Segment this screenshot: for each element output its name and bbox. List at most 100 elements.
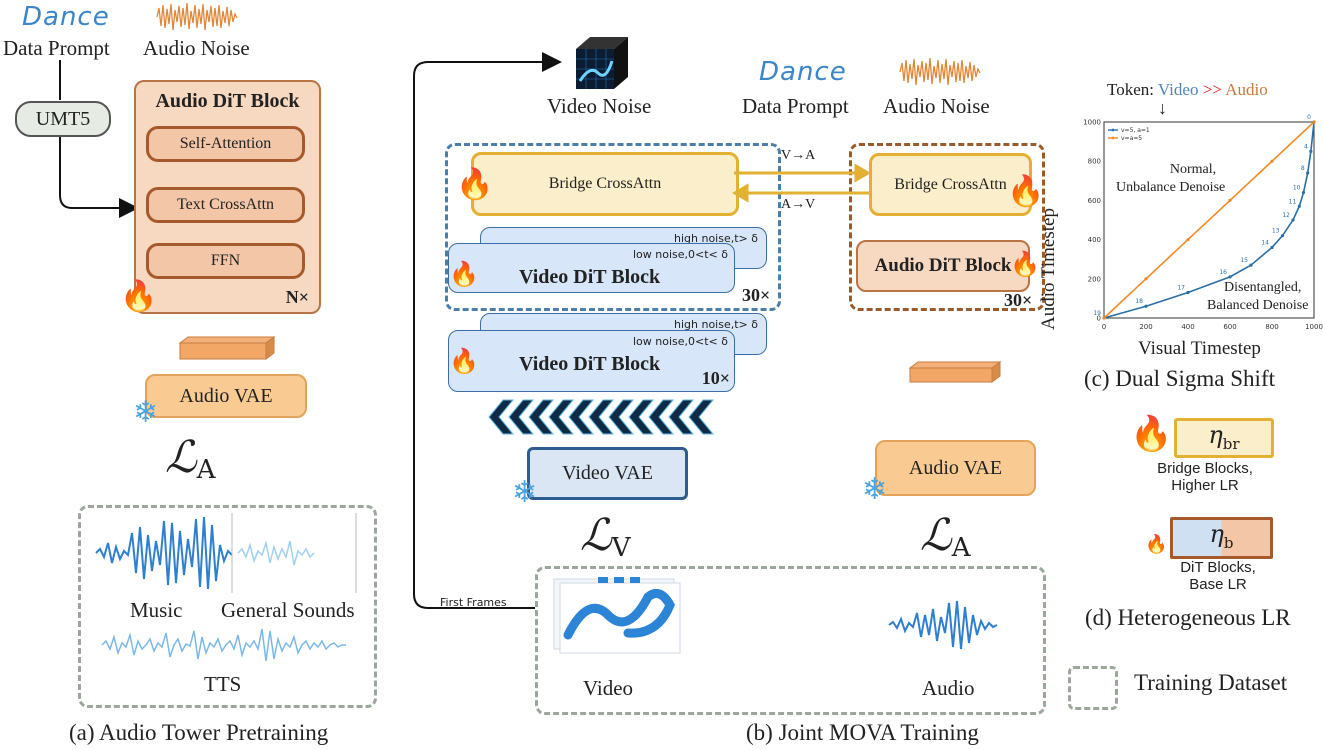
y-tick-label: 800 xyxy=(1088,158,1101,166)
x-tick-label: 1000 xyxy=(1305,323,1323,331)
flame-icon-bridge-right: 🔥 xyxy=(1007,175,1045,208)
series-line xyxy=(1103,121,1315,319)
repeat-30-right: 30× xyxy=(1004,290,1033,310)
y-tick-label: 1000 xyxy=(1083,119,1101,127)
v-to-a-label: V→A xyxy=(781,148,816,163)
repeat-30-left: 30× xyxy=(742,285,771,305)
dit-lr-text: DiT Blocks,Base LR xyxy=(1180,559,1256,593)
x-tick-label: 0 xyxy=(1102,323,1106,331)
video-tower-group xyxy=(445,143,781,311)
caption-c: (c) Dual Sigma Shift xyxy=(1084,366,1275,391)
umt5-to-crossattn-arrow xyxy=(59,135,139,218)
audio-noise-label-a: Audio Noise xyxy=(143,36,250,60)
point-label: 19 xyxy=(1093,310,1101,317)
video-dit-title-10: Video DiT Block xyxy=(519,353,661,375)
series-point xyxy=(1270,159,1274,163)
legend-training-dataset: Training Dataset xyxy=(1134,670,1288,695)
legend-label: v=5, a=1 xyxy=(1121,127,1150,134)
bridge-arrows xyxy=(732,163,871,203)
video-dit-low-noise-10: low noise,0<t< δ Video DiT Block 10× xyxy=(448,330,735,392)
audio-noise-waveform-a xyxy=(156,2,238,31)
series-point xyxy=(1297,204,1301,208)
low-noise-label-30: low noise,0<t< δ xyxy=(632,248,728,261)
video-latent-frames xyxy=(488,399,715,435)
bridge-crossattn-left: Bridge CrossAttn xyxy=(471,152,739,216)
eta-br-box: ηbr xyxy=(1174,418,1274,458)
series-point xyxy=(1280,234,1285,238)
audio-waveforms-a xyxy=(95,513,357,662)
joint-training-dataset-box xyxy=(535,566,1046,715)
series-point xyxy=(1291,218,1295,222)
umt5-encoder: UMT5 xyxy=(15,101,111,137)
point-label: 0 xyxy=(1307,114,1311,121)
audio-noise-waveform-b xyxy=(899,57,981,86)
data-prompt-label-b: Data Prompt xyxy=(742,94,849,118)
video-dit-title-30: Video DiT Block xyxy=(519,266,661,288)
point-label: 8 xyxy=(1301,165,1305,172)
music-label: Music xyxy=(130,598,183,622)
chart-xlabel: Visual Timestep xyxy=(1138,338,1261,359)
series-point xyxy=(1228,198,1232,202)
legend-marker xyxy=(1111,136,1115,140)
bridge-crossattn-right: Bridge CrossAttn xyxy=(869,153,1032,216)
point-label: 4 xyxy=(1304,143,1308,150)
point-label: 17 xyxy=(1177,285,1185,292)
point-label: 10 xyxy=(1293,185,1301,192)
series-point xyxy=(1312,120,1316,124)
caption-b: (b) Joint MOVA Training xyxy=(746,720,979,745)
audio-vae-b: Audio VAE xyxy=(875,440,1036,496)
repeat-n-label: N× xyxy=(285,287,309,307)
flame-icon-bridge-left: 🔥 xyxy=(456,168,494,201)
token-ratio-label: Token: Video >> Audio xyxy=(1107,80,1268,99)
high-noise-label-10: high noise,t> δ xyxy=(674,318,758,331)
x-tick-label: 400 xyxy=(1181,323,1194,331)
bridge-lr-text: Bridge Blocks,Higher LR xyxy=(1157,460,1253,494)
y-tick-label: 0 xyxy=(1097,315,1101,323)
point-label: 15 xyxy=(1240,257,1248,264)
general-sounds-waveform xyxy=(237,540,315,566)
series-point xyxy=(1306,171,1310,175)
audio-latent-slab-b xyxy=(908,361,1002,383)
tts-waveform xyxy=(101,628,346,662)
y-tick-label: 400 xyxy=(1088,236,1101,244)
audio-tower-group xyxy=(849,143,1045,311)
audio-latent-slab-a xyxy=(178,336,276,360)
legend-marker xyxy=(1111,128,1115,132)
a-to-v-label: A→V xyxy=(781,197,816,212)
balanced-annotation: Balanced Denoise xyxy=(1207,298,1309,313)
audio-label: Audio xyxy=(922,676,975,700)
caption-d: (d) Heterogeneous LR xyxy=(1085,605,1291,630)
x-tick-label: 600 xyxy=(1223,323,1236,331)
legend-label: v=a=5 xyxy=(1121,135,1142,142)
loss-a-label: ℒA xyxy=(165,432,216,485)
tts-label: TTS xyxy=(204,672,242,696)
flame-icon-video-10: 🔥 xyxy=(449,349,479,375)
flame-icon-audio-b: 🔥 xyxy=(1010,252,1040,278)
repeat-10-label: 10× xyxy=(701,368,730,388)
series-point xyxy=(1144,304,1148,308)
point-label: 13 xyxy=(1272,228,1280,235)
chart-ylabel: Audio Timestep xyxy=(1038,208,1059,330)
snowflake-icon-audio-b: ❄ xyxy=(862,472,888,507)
series-point xyxy=(1309,149,1313,153)
point-label: 12 xyxy=(1282,212,1290,219)
series-point xyxy=(1301,190,1306,195)
caption-a: (a) Audio Tower Pretraining xyxy=(69,720,329,745)
high-noise-label-30: high noise,t> δ xyxy=(674,232,758,245)
chart-legend: v=5, a=1v=a=5 xyxy=(1108,127,1150,142)
token-down-arrow: ↓ xyxy=(1158,98,1167,118)
eta-b-box: ηb xyxy=(1170,517,1273,559)
flame-icon-d-dit: 🔥 xyxy=(1145,534,1168,554)
point-label: 18 xyxy=(1135,298,1143,305)
loss-v-label: ℒV xyxy=(580,510,631,563)
series-point xyxy=(1144,277,1148,281)
y-tick-label: 200 xyxy=(1088,275,1101,283)
x-tick-label: 800 xyxy=(1265,323,1278,331)
low-noise-label-10: low noise,0<t< δ xyxy=(632,335,728,348)
flame-icon-a: 🔥 xyxy=(120,280,158,313)
audio-vae-a: Audio VAE xyxy=(145,374,307,418)
series-point xyxy=(1186,290,1190,295)
video-dit-low-noise-30: low noise,0<t< δ Video DiT Block xyxy=(448,243,735,293)
x-tick-label: 200 xyxy=(1139,323,1152,331)
